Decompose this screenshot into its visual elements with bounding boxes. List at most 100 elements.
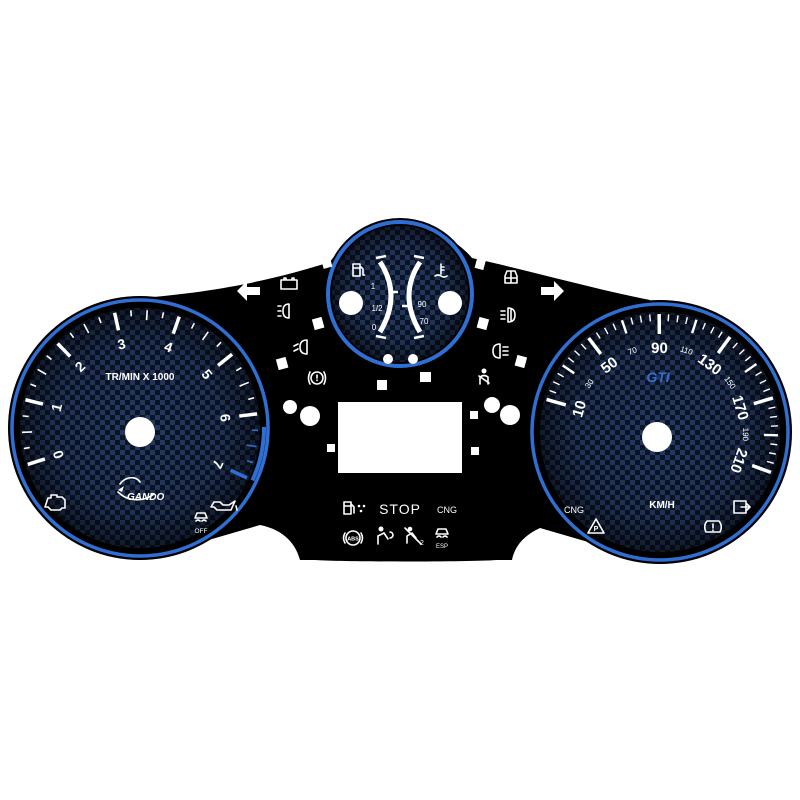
fog-light-front-icon (500, 307, 516, 323)
fuel-pump-icon (352, 263, 366, 277)
airbag-off-icon: 2 (404, 526, 424, 547)
abs-icon: ABS (342, 530, 364, 546)
tachometer-tick (190, 322, 196, 329)
speedometer-tick (567, 357, 575, 363)
tachometer-tick (216, 341, 222, 348)
speedometer-tick (732, 342, 738, 349)
turn-right-arrow-icon (541, 281, 564, 301)
speedometer-tick (612, 323, 617, 331)
fuel-pump-warning-icon (343, 501, 366, 515)
seatbelt-icon (478, 368, 490, 385)
tachometer-tick (23, 446, 30, 450)
indicator-hole (408, 354, 418, 364)
speedometer-needle-hub (642, 422, 672, 452)
brake-warning-icon (307, 371, 327, 385)
tachometer-tick (239, 381, 250, 387)
speedometer-tick (549, 389, 557, 394)
tachometer-tick (98, 317, 102, 324)
brand-name: GANDO (127, 492, 164, 503)
speedometer-tick (557, 372, 565, 378)
stop-warning-label: STOP (379, 501, 421, 517)
speedometer-tick (717, 331, 723, 339)
fuel-needle-hole (339, 291, 363, 315)
fuel-label-half: 1/2 (371, 304, 383, 313)
tachometer-number: 1 (48, 402, 65, 414)
speedometer-tick (753, 396, 774, 406)
tachometer-tick (201, 331, 209, 341)
fuel-label-full: 1 (371, 282, 376, 291)
cluster-plate (140, 228, 650, 562)
tire-pressure-icon (703, 520, 723, 533)
speedometer-tick (552, 381, 560, 386)
speedometer-tick (702, 322, 706, 330)
battery-icon (280, 277, 298, 290)
trunk-open-icon (733, 500, 751, 514)
tachometer-tick (246, 460, 254, 464)
speedometer-tick (574, 350, 581, 356)
temp-needle-hole (438, 291, 462, 315)
speedometer-tick (716, 335, 732, 355)
fog-light-rear-icon (492, 343, 509, 359)
speedometer-tick (768, 406, 776, 410)
tachometer-ticks (22, 310, 258, 480)
speedometer-major-number: 50 (598, 354, 622, 378)
tachometer-tick (25, 398, 44, 406)
speedometer-tick (676, 315, 679, 323)
fuel-gauge-arc (377, 260, 394, 334)
tachometer-outer-ring (10, 298, 270, 558)
speedometer-tick (620, 319, 628, 334)
speedometer-tick (769, 415, 778, 419)
airbag-icon (377, 526, 394, 545)
speedometer-tick (738, 348, 745, 355)
speedometer-tick (685, 317, 689, 325)
speedometer-minor-number: 70 (627, 345, 639, 357)
speedometer-tick (744, 363, 758, 374)
tachometer-tick (46, 355, 52, 361)
speedometer-ticks (546, 313, 778, 475)
tachometer-tick (22, 415, 29, 418)
headlight-icon (277, 303, 290, 319)
speedometer-tick (690, 319, 698, 334)
oil-can-icon (210, 500, 238, 511)
tachometer-tick (239, 412, 258, 418)
speedometer-cng-label: CNG (564, 505, 584, 515)
speedometer-tick (768, 452, 777, 455)
speedometer-major-number: 10 (569, 399, 590, 420)
tachometer-tick (30, 383, 37, 388)
tachometer-tick (27, 457, 46, 467)
speedometer-tick (603, 327, 609, 335)
tachometer-tick (37, 368, 47, 376)
tachometer-tick (216, 352, 234, 367)
temp-label-low: 70 (420, 317, 429, 326)
speedometer-outer-ring (530, 302, 790, 562)
speedometer-tick (766, 460, 774, 465)
speedometer-tick (546, 397, 567, 407)
speedometer-badge: GTI (646, 369, 670, 385)
svg-text:P: P (594, 526, 599, 533)
speedometer-tick (587, 336, 603, 355)
speedometer-tick (710, 326, 715, 334)
tachometer-tick (229, 468, 248, 480)
tachometer-number: 3 (116, 335, 127, 352)
tachometer-tick (246, 444, 257, 448)
indicator-windows (275, 255, 528, 455)
tachometer-tick (112, 312, 121, 331)
parking-brake-icon: P (587, 518, 605, 534)
speedometer-tick (561, 364, 575, 375)
tachometer-redline-arc (250, 426, 266, 482)
tachometer-needle-hub (125, 417, 155, 447)
speedometer-tick (649, 314, 652, 322)
speedometer-tick (580, 343, 587, 350)
speedometer-minor-number: 110 (679, 344, 694, 357)
speedometer-minor-number: 190 (741, 428, 750, 442)
center-gauge: 1 1/2 0 90 70 (324, 218, 476, 370)
temp-gauge-arc (406, 260, 423, 334)
speedometer-tick (595, 332, 601, 339)
center-gauge-ring (326, 220, 474, 368)
tachometer-tick (83, 323, 90, 334)
turn-left-arrow-icon (237, 281, 260, 301)
